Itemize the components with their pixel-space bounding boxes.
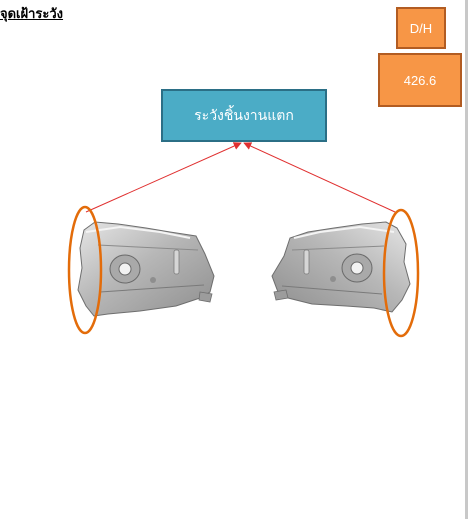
right-part-image	[271, 221, 411, 313]
arrow-line-left	[85, 142, 242, 213]
crack-warning-box: ระวังชิ้นงานแตก	[161, 89, 327, 142]
left-part-image	[77, 221, 215, 317]
page-right-border	[465, 0, 468, 519]
dh-label-box: D/H	[396, 7, 446, 49]
left-highlight-ellipse	[67, 205, 103, 335]
right-highlight-ellipse	[382, 208, 420, 338]
dh-label-text: D/H	[409, 20, 433, 36]
page-heading: จุดเฝ้าระวัง	[0, 7, 64, 22]
dh-value-text: 426.6	[403, 72, 437, 88]
crack-warning-text: ระวังชิ้นงานแตก	[194, 107, 294, 124]
arrow-line-right	[243, 142, 396, 213]
dh-value-box: 426.6	[378, 53, 462, 107]
